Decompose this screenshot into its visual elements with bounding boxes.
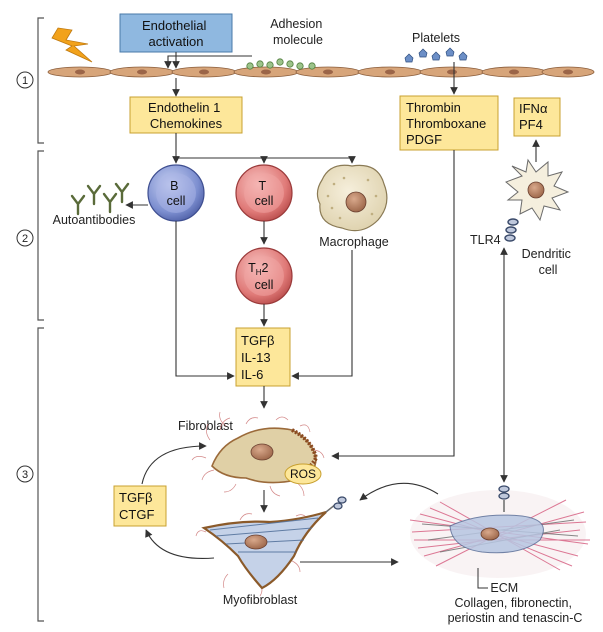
- cytokine-input-arrows: [175, 221, 353, 409]
- ros-badge: ROS: [284, 463, 322, 485]
- tlr4-label: TLR4: [470, 233, 501, 247]
- stage-1-bracket: [37, 17, 44, 144]
- svg-text:TGFβ CTGF: TGFβ CTGF: [119, 490, 156, 522]
- stage-2-bracket: [37, 150, 44, 321]
- t-cell: T cell: [235, 164, 293, 222]
- tgfb-ctgf-box: TGFβ CTGF: [113, 485, 167, 527]
- thrombin-to-fibroblast-arrow: [331, 150, 455, 460]
- stage1-arrows: [164, 52, 458, 97]
- macrophage: [316, 164, 388, 232]
- stage-brackets: [37, 17, 44, 622]
- macrophage-label: Macrophage: [319, 235, 389, 249]
- stage-3-bracket: [37, 327, 44, 622]
- myofibroblast-label: Myofibroblast: [223, 593, 298, 607]
- platelets-label: Platelets: [412, 31, 460, 45]
- stage-1-number: 1: [22, 75, 28, 87]
- autoantibodies-icon: [70, 182, 130, 216]
- svg-text:IFNα PF4: IFNα PF4: [519, 101, 551, 132]
- myofibroblast: [195, 496, 347, 597]
- fibroblast-label: Fibroblast: [178, 419, 233, 433]
- endothelin-chemokines-box: Endothelin 1 Chemokines: [129, 96, 243, 134]
- svg-text:T cell: T cell: [255, 179, 274, 208]
- svg-text:Endothelin 1 Chemokines: Endothelin 1 Chemokines: [148, 100, 224, 131]
- dendritic-cell: [505, 158, 570, 222]
- endothelial-activation-box: Endothelial activation: [119, 13, 233, 53]
- ifn-pf4-box: IFNα PF4: [513, 97, 561, 137]
- adhesion-molecule-label: Adhesion molecule: [270, 17, 326, 47]
- extracellular-matrix: [409, 485, 590, 578]
- autocrine-loop-arrows: [141, 442, 215, 559]
- endothelin-branch-arrows: [172, 133, 356, 164]
- svg-text:TGFβ IL-13 IL-6: TGFβ IL-13 IL-6: [241, 333, 278, 382]
- adhesion-molecules: [246, 58, 316, 70]
- ecm-label: ECM Collagen, fibronectin, periostin and…: [448, 581, 583, 625]
- svg-text:ROS: ROS: [290, 467, 316, 481]
- lightning-bolt-icon: [51, 27, 93, 63]
- svg-text:B cell: B cell: [167, 179, 186, 208]
- svg-text:TH2 cell: TH2 cell: [248, 261, 273, 292]
- thrombin-thromboxane-pdgf-box: Thrombin Thromboxane PDGF: [399, 95, 499, 151]
- tlr4-receptor-icon: [504, 218, 519, 242]
- b-cell: B cell: [147, 164, 205, 222]
- svg-text:Thrombin Thromboxane: Thrombin Thromboxane PDGF: [406, 100, 490, 147]
- stage-number-badges: 1 2 3: [16, 71, 34, 483]
- th2-cell: TH2 cell: [235, 247, 293, 305]
- tgfb-il13-il6-box: TGFβ IL-13 IL-6: [235, 327, 291, 387]
- stage-3-number: 3: [22, 469, 28, 481]
- stage-2-number: 2: [22, 233, 28, 245]
- platelets: [404, 47, 468, 63]
- endothelium-layer: [47, 66, 595, 78]
- svg-text:Endothelial activation: Endothelial activation: [142, 18, 210, 49]
- ecm-pointer-line: [477, 568, 488, 589]
- autoantibodies-label: Autoantibodies: [53, 213, 136, 227]
- dendritic-cell-label: Dendritic cell: [522, 247, 575, 277]
- myofibroblast-ecm-arrows: [300, 482, 439, 566]
